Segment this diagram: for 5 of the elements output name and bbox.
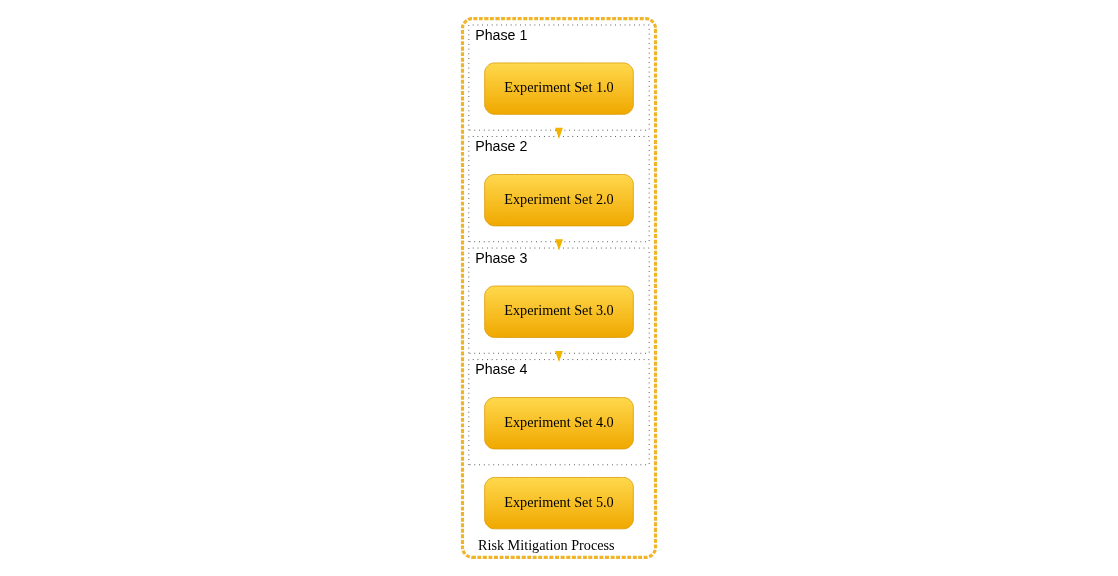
node-box: Experiment Set 3.0 [484, 285, 634, 338]
node-box: Experiment Set 1.0 [484, 62, 634, 115]
node-box: Experiment Set 2.0 [484, 174, 634, 227]
node-box: Experiment Set 4.0 [484, 397, 634, 450]
node-box: Experiment Set 5.0 [484, 477, 634, 530]
